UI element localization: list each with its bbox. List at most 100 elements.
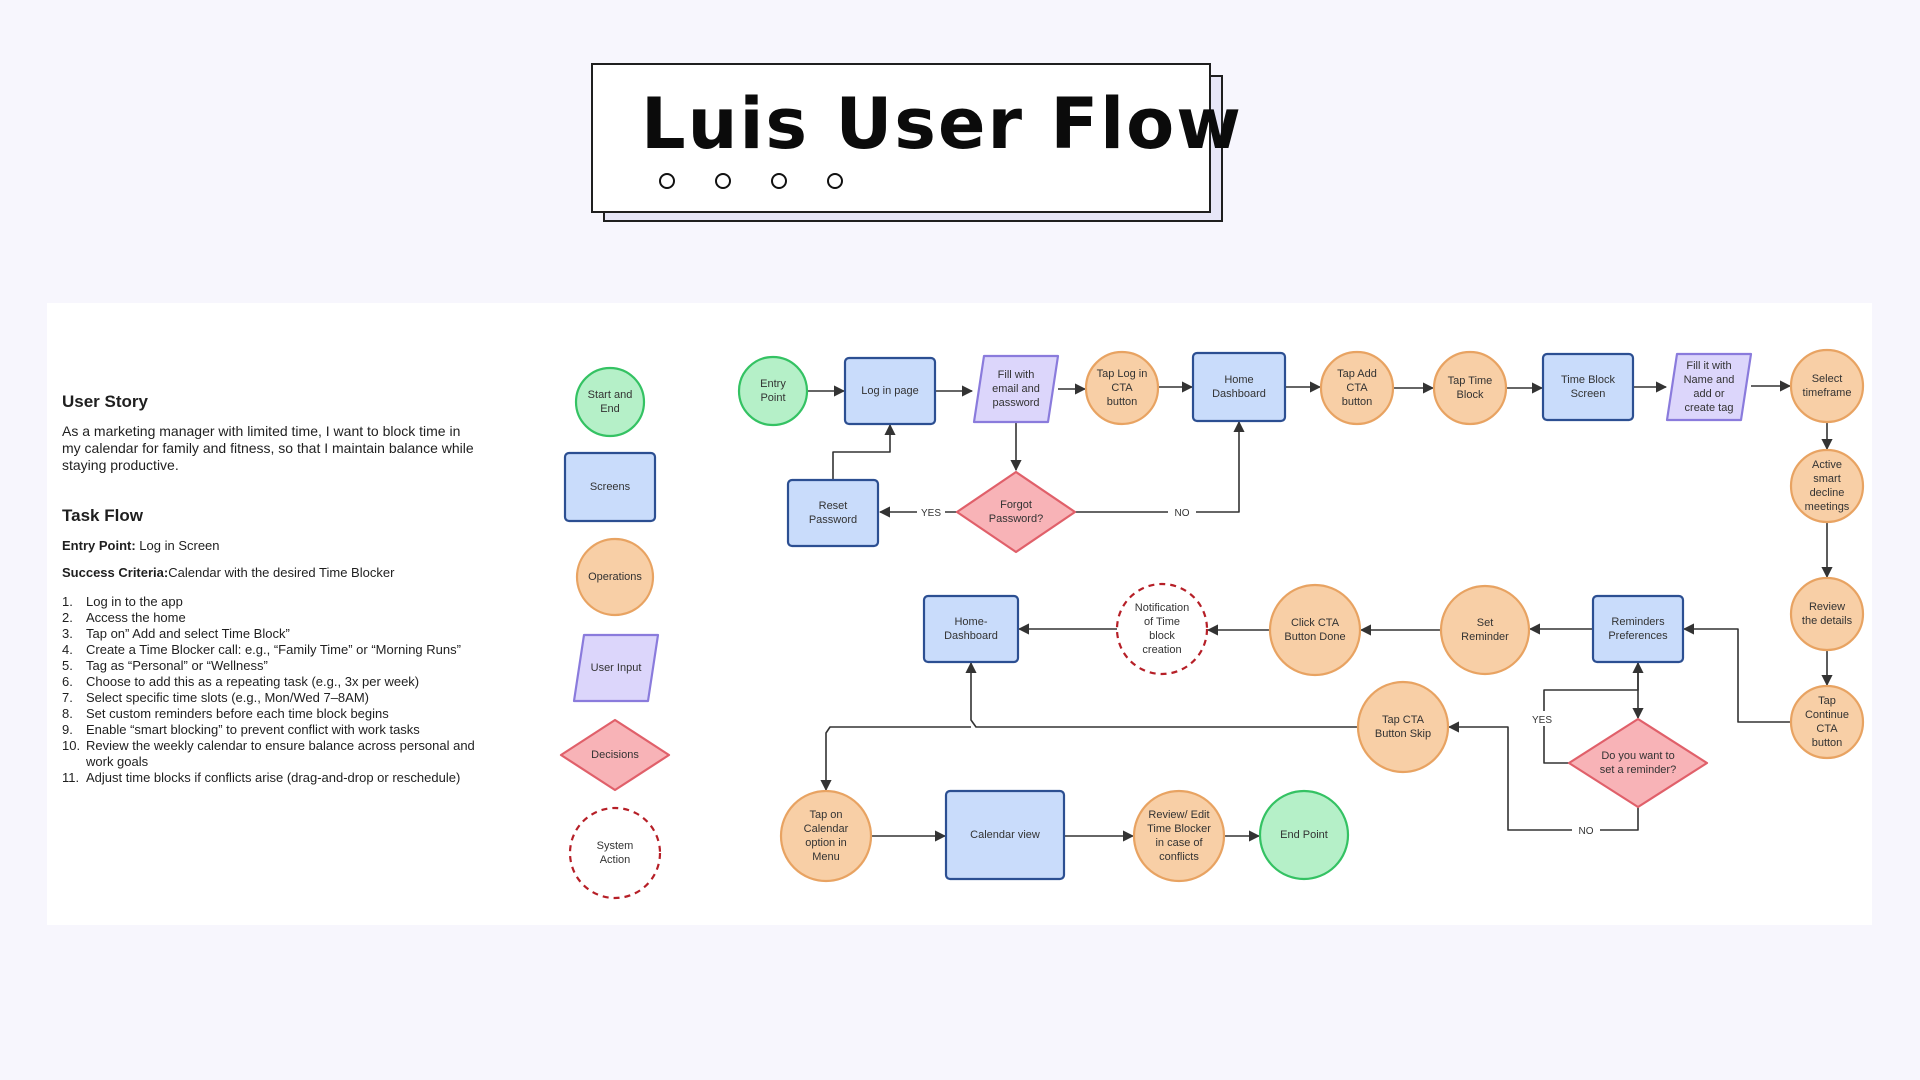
- node-tap-login: Tap Log in CTA button: [1084, 350, 1160, 426]
- node-label-text: Tap Time: [1448, 375, 1493, 387]
- operation-shape: [1319, 350, 1395, 426]
- node-label-text: creation: [1142, 644, 1181, 656]
- node-label-text: Do you want to: [1601, 750, 1674, 762]
- operation-shape: [1789, 576, 1865, 652]
- node-label-text: Time Block: [1561, 374, 1615, 386]
- task-step-number: 7.: [62, 690, 73, 705]
- page-title: Luis User Flow: [641, 83, 1243, 165]
- node-label-text: Start and: [588, 389, 633, 401]
- node-label-text: Block: [1457, 389, 1484, 401]
- node-label-text: Review/ Edit: [1148, 809, 1209, 821]
- node-label-text: Action: [600, 854, 631, 866]
- node-label-text: End Point: [1280, 829, 1328, 841]
- node-label-text: Operations: [588, 571, 642, 583]
- node-label-text: password: [992, 397, 1039, 409]
- node-label-text: Active: [1812, 459, 1842, 471]
- title-dot: [659, 173, 675, 189]
- node-label-text: Click CTA: [1291, 617, 1340, 629]
- node-label-text: Time Blocker: [1147, 823, 1211, 835]
- node-label-text: Forgot: [1000, 499, 1032, 511]
- task-step: 11. Adjust time blocks if conflicts aris…: [62, 770, 482, 786]
- task-step-number: 10.: [62, 738, 81, 753]
- input-shape: [1665, 352, 1753, 422]
- success-criteria: Success Criteria:Calendar with the desir…: [62, 565, 482, 580]
- task-step: 1.Log in to the app: [62, 594, 482, 610]
- input-shape: [972, 354, 1060, 424]
- home-to-calendar-arrow: [820, 726, 971, 792]
- node-label-text: Calendar view: [970, 829, 1040, 841]
- legend-screen: Screens: [563, 451, 657, 523]
- node-label-text: Calendar: [804, 823, 849, 835]
- user-story-heading: User Story: [62, 392, 148, 411]
- task-step: 9.Enable “smart blocking” to prevent con…: [62, 722, 482, 738]
- node-label-text: CTA: [1111, 382, 1133, 394]
- title-card: Luis User Flow: [591, 63, 1241, 213]
- task-step: 3. Tap on” Add and select Time Block”: [62, 626, 482, 642]
- screen-shape: [922, 594, 1020, 664]
- node-label-text: Dashboard: [1212, 388, 1266, 400]
- node-label-text: Notification: [1135, 602, 1189, 614]
- task-step-text: Review the weekly calendar to ensure bal…: [86, 738, 475, 769]
- node-label-text: button: [1812, 737, 1843, 749]
- node-label-text: User Input: [591, 662, 642, 674]
- task-step-text: Enable “smart blocking” to prevent confl…: [86, 722, 420, 737]
- task-step-text: Log in to the app: [86, 594, 183, 609]
- flow-arrow: [1682, 623, 1791, 723]
- node-label-text: Tap Log in: [1097, 368, 1148, 380]
- node-label-text: block: [1149, 630, 1175, 642]
- task-step-text: Set custom reminders before each time bl…: [86, 706, 389, 721]
- node-reminder-q: Do you want to set a reminder?: [1567, 717, 1709, 809]
- node-label-text: Tap Add: [1337, 368, 1377, 380]
- node-label-text: meetings: [1805, 501, 1850, 513]
- node-label-text: Continue: [1805, 709, 1849, 721]
- operation-shape: [1789, 448, 1865, 524]
- reset-to-login-arrow: [832, 423, 896, 480]
- edge-label-yes: YES: [1532, 715, 1552, 726]
- node-label-text: Screens: [590, 481, 631, 493]
- node-home2: Home-Dashboard: [922, 594, 1020, 664]
- entry-point: Entry Point: Log in Screen: [62, 538, 482, 553]
- task-step-number: 4.: [62, 642, 73, 657]
- title-dot: [715, 173, 731, 189]
- node-label-text: Fill it with: [1686, 360, 1731, 372]
- node-label-text: decline: [1810, 487, 1845, 499]
- task-flow-heading: Task Flow: [62, 506, 143, 525]
- edge-label-bg: [1528, 711, 1556, 726]
- success-criteria-label: Success Criteria:: [62, 565, 169, 580]
- node-label-text: button: [1107, 396, 1138, 408]
- edge-label-no: NO: [1175, 508, 1190, 519]
- input-shape: [572, 633, 660, 703]
- node-label-text: Reminder: [1461, 631, 1509, 643]
- task-step-number: 3.: [62, 626, 73, 641]
- decision-shape: [559, 718, 671, 792]
- task-step: 8.Set custom reminders before each time …: [62, 706, 482, 722]
- task-step-text: Select specific time slots (e.g., Mon/We…: [86, 690, 369, 705]
- node-label-text: the details: [1802, 615, 1853, 627]
- task-step-number: 11.: [62, 770, 80, 785]
- node-label-text: Home: [1224, 374, 1253, 386]
- system-shape: [568, 806, 662, 900]
- task-step: 7. Select specific time slots (e.g., Mon/…: [62, 690, 482, 706]
- task-step: 6.Choose to add this as a repeating task…: [62, 674, 482, 690]
- skip-to-home-arrow: [965, 661, 1358, 728]
- node-label-text: add or: [1693, 388, 1725, 400]
- edge-label-yes: YES: [921, 508, 941, 519]
- node-label-text: Screen: [1571, 388, 1606, 400]
- success-criteria-value: Calendar with the desired Time Blocker: [168, 565, 395, 580]
- user-story-body: As a marketing manager with limited time…: [62, 423, 474, 473]
- node-label-text: Menu: [812, 851, 840, 863]
- screen-shape: [786, 478, 880, 548]
- start_end-shape: [737, 355, 809, 427]
- node-label-text: End: [600, 403, 620, 415]
- yes-loop-arrow: [1543, 661, 1644, 764]
- task-step-text: Tap on” Add and select Time Block”: [86, 626, 290, 641]
- node-label-text: button: [1342, 396, 1373, 408]
- edge-label-no: NO: [1579, 826, 1594, 837]
- node-label-text: Preferences: [1608, 630, 1668, 642]
- node-label-text: set a reminder?: [1600, 764, 1676, 776]
